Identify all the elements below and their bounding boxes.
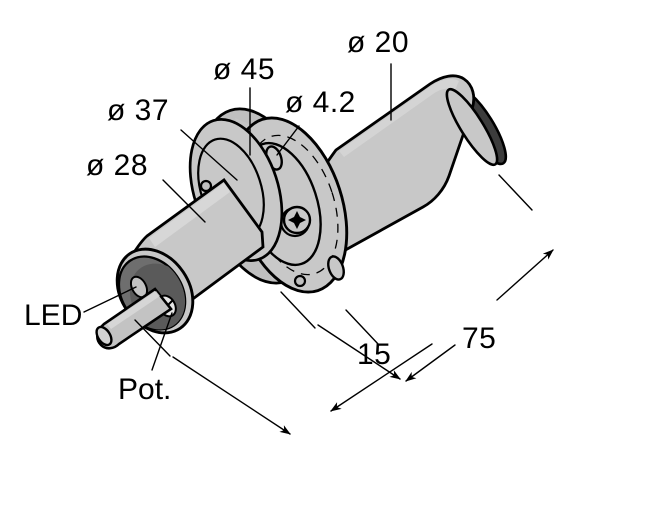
leader-dia37 [180, 129, 238, 181]
labels-group: ø 45 ø 37 ø 28 ø 4.2 ø 20 15 75 LED Pot. [24, 26, 496, 406]
dimension-label-dia20: ø 20 [347, 26, 409, 59]
ext-line-face-left [134, 319, 171, 357]
barrel28-highlight [149, 183, 230, 247]
cable-stub [95, 287, 173, 350]
leader-lines-group [83, 63, 392, 371]
dimension-label-dia37: ø 37 [107, 94, 169, 127]
shoulder-keying-notch-lower [293, 274, 307, 288]
shoulder-keying-notch [199, 179, 213, 193]
barrel-dia20 [306, 74, 508, 257]
dimension-label-dia28: ø 28 [86, 149, 148, 182]
dimension-label-dia4p2: ø 4.2 [285, 86, 356, 119]
dim-line-body-length [172, 356, 291, 435]
cable-end-face [95, 325, 113, 347]
leader-dia28 [162, 179, 206, 223]
dim-line-15-left [317, 324, 401, 380]
barrel-highlight [339, 78, 459, 157]
dimension-label-75: 75 [462, 322, 496, 355]
ext-line-flange-back [345, 309, 380, 346]
leader-pot [151, 312, 173, 371]
dimension-lines-group [134, 174, 554, 435]
leader-dia4p2 [276, 125, 300, 156]
leader-led [83, 286, 137, 313]
dim-line-15-right [405, 344, 456, 382]
barrel-end-cap-face [445, 87, 499, 167]
ext-line-flange-front [280, 291, 316, 329]
callout-label-pot: Pot. [118, 373, 171, 406]
mounting-hole-lower [327, 255, 345, 281]
barrel-dia28 [95, 178, 265, 350]
dimension-label-dia45: ø 45 [213, 53, 275, 86]
dim-line-75-right [496, 249, 554, 301]
dim-line-75-left [330, 343, 433, 412]
callout-label-led: LED [24, 299, 82, 332]
ext-line-barrel-end [498, 174, 533, 211]
dimension-label-15: 15 [357, 338, 391, 371]
cable-highlight [107, 291, 160, 329]
adjustment-screw-group [279, 205, 312, 238]
sensor-body-group [95, 74, 508, 350]
phillips-screw-icon [288, 211, 306, 229]
